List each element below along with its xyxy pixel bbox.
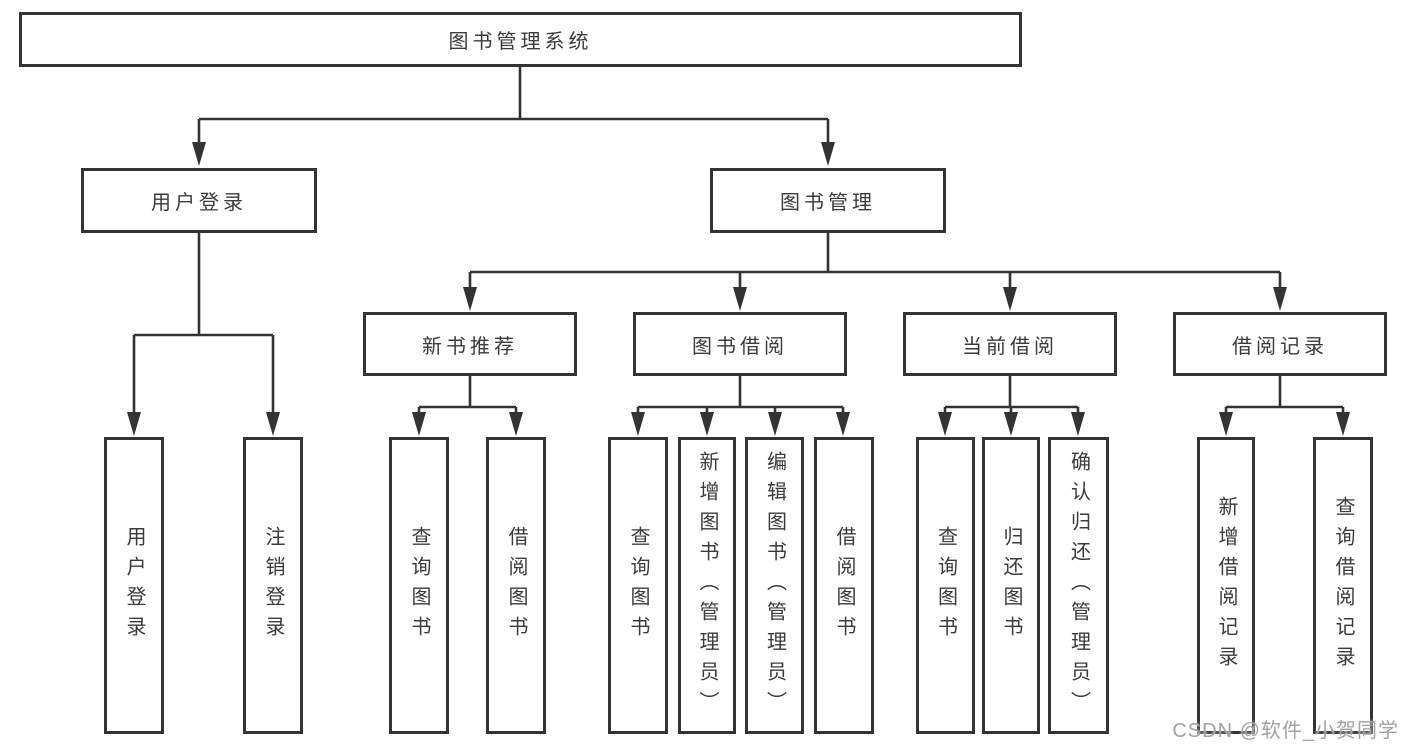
node-book-management: 图书管理 [710,168,946,233]
leaf-query-books-current-label: 查询图书 [934,525,957,646]
leaf-query-borrow-record: 查询借阅记录 [1313,437,1373,734]
leaf-logout: 注销登录 [243,437,303,734]
leaf-query-books-borrowing-label: 查询图书 [627,525,649,646]
leaf-query-books-recommend-label: 查询图书 [408,525,430,646]
csdn-watermark: CSDN @软件_小贺同学 [1172,720,1399,742]
node-user-login-label: 用户登录 [151,192,247,214]
leaf-borrow-books-recommend-label: 借阅图书 [505,525,527,646]
node-book-borrowing-label: 图书借阅 [692,335,788,358]
node-borrowing-records-label: 借阅记录 [1232,335,1328,358]
leaf-add-borrow-record: 新增借阅记录 [1197,437,1255,734]
leaf-borrow-books-recommend: 借阅图书 [486,437,546,734]
node-book-borrowing: 图书借阅 [633,312,847,376]
leaf-confirm-return-admin: 确认归还（管理员） [1048,437,1109,734]
node-book-management-label: 图书管理 [780,192,876,214]
leaf-user-login: 用户登录 [104,437,164,734]
leaf-query-books-current: 查询图书 [916,437,975,734]
node-root: 图书管理系统 [19,12,1022,67]
leaf-user-login-label: 用户登录 [123,525,145,646]
node-current-borrowing: 当前借阅 [903,312,1117,376]
node-new-book-recommend: 新书推荐 [363,312,577,376]
node-user-login: 用户登录 [81,168,317,233]
leaf-add-book-admin-label: 新增图书（管理员） [696,450,718,721]
leaf-add-book-admin: 新增图书（管理员） [678,437,736,734]
leaf-return-books: 归还图书 [982,437,1040,734]
node-new-book-recommend-label: 新书推荐 [422,335,518,358]
leaf-add-borrow-record-label: 新增借阅记录 [1215,495,1237,676]
leaf-query-borrow-record-label: 查询借阅记录 [1332,495,1354,676]
leaf-return-books-label: 归还图书 [1000,525,1022,646]
leaf-edit-book-admin: 编辑图书（管理员） [745,437,804,734]
node-current-borrowing-label: 当前借阅 [962,335,1058,358]
leaf-logout-label: 注销登录 [262,525,284,646]
node-borrowing-records: 借阅记录 [1173,312,1387,376]
node-root-label: 图书管理系统 [448,31,593,53]
leaf-edit-book-admin-label: 编辑图书（管理员） [763,450,786,721]
leaf-query-books-borrowing: 查询图书 [608,437,668,734]
leaf-query-books-recommend: 查询图书 [389,437,449,734]
leaf-confirm-return-admin-label: 确认归还（管理员） [1067,450,1090,721]
leaf-borrow-books-borrowing: 借阅图书 [814,437,874,734]
leaf-borrow-books-borrowing-label: 借阅图书 [833,525,855,646]
